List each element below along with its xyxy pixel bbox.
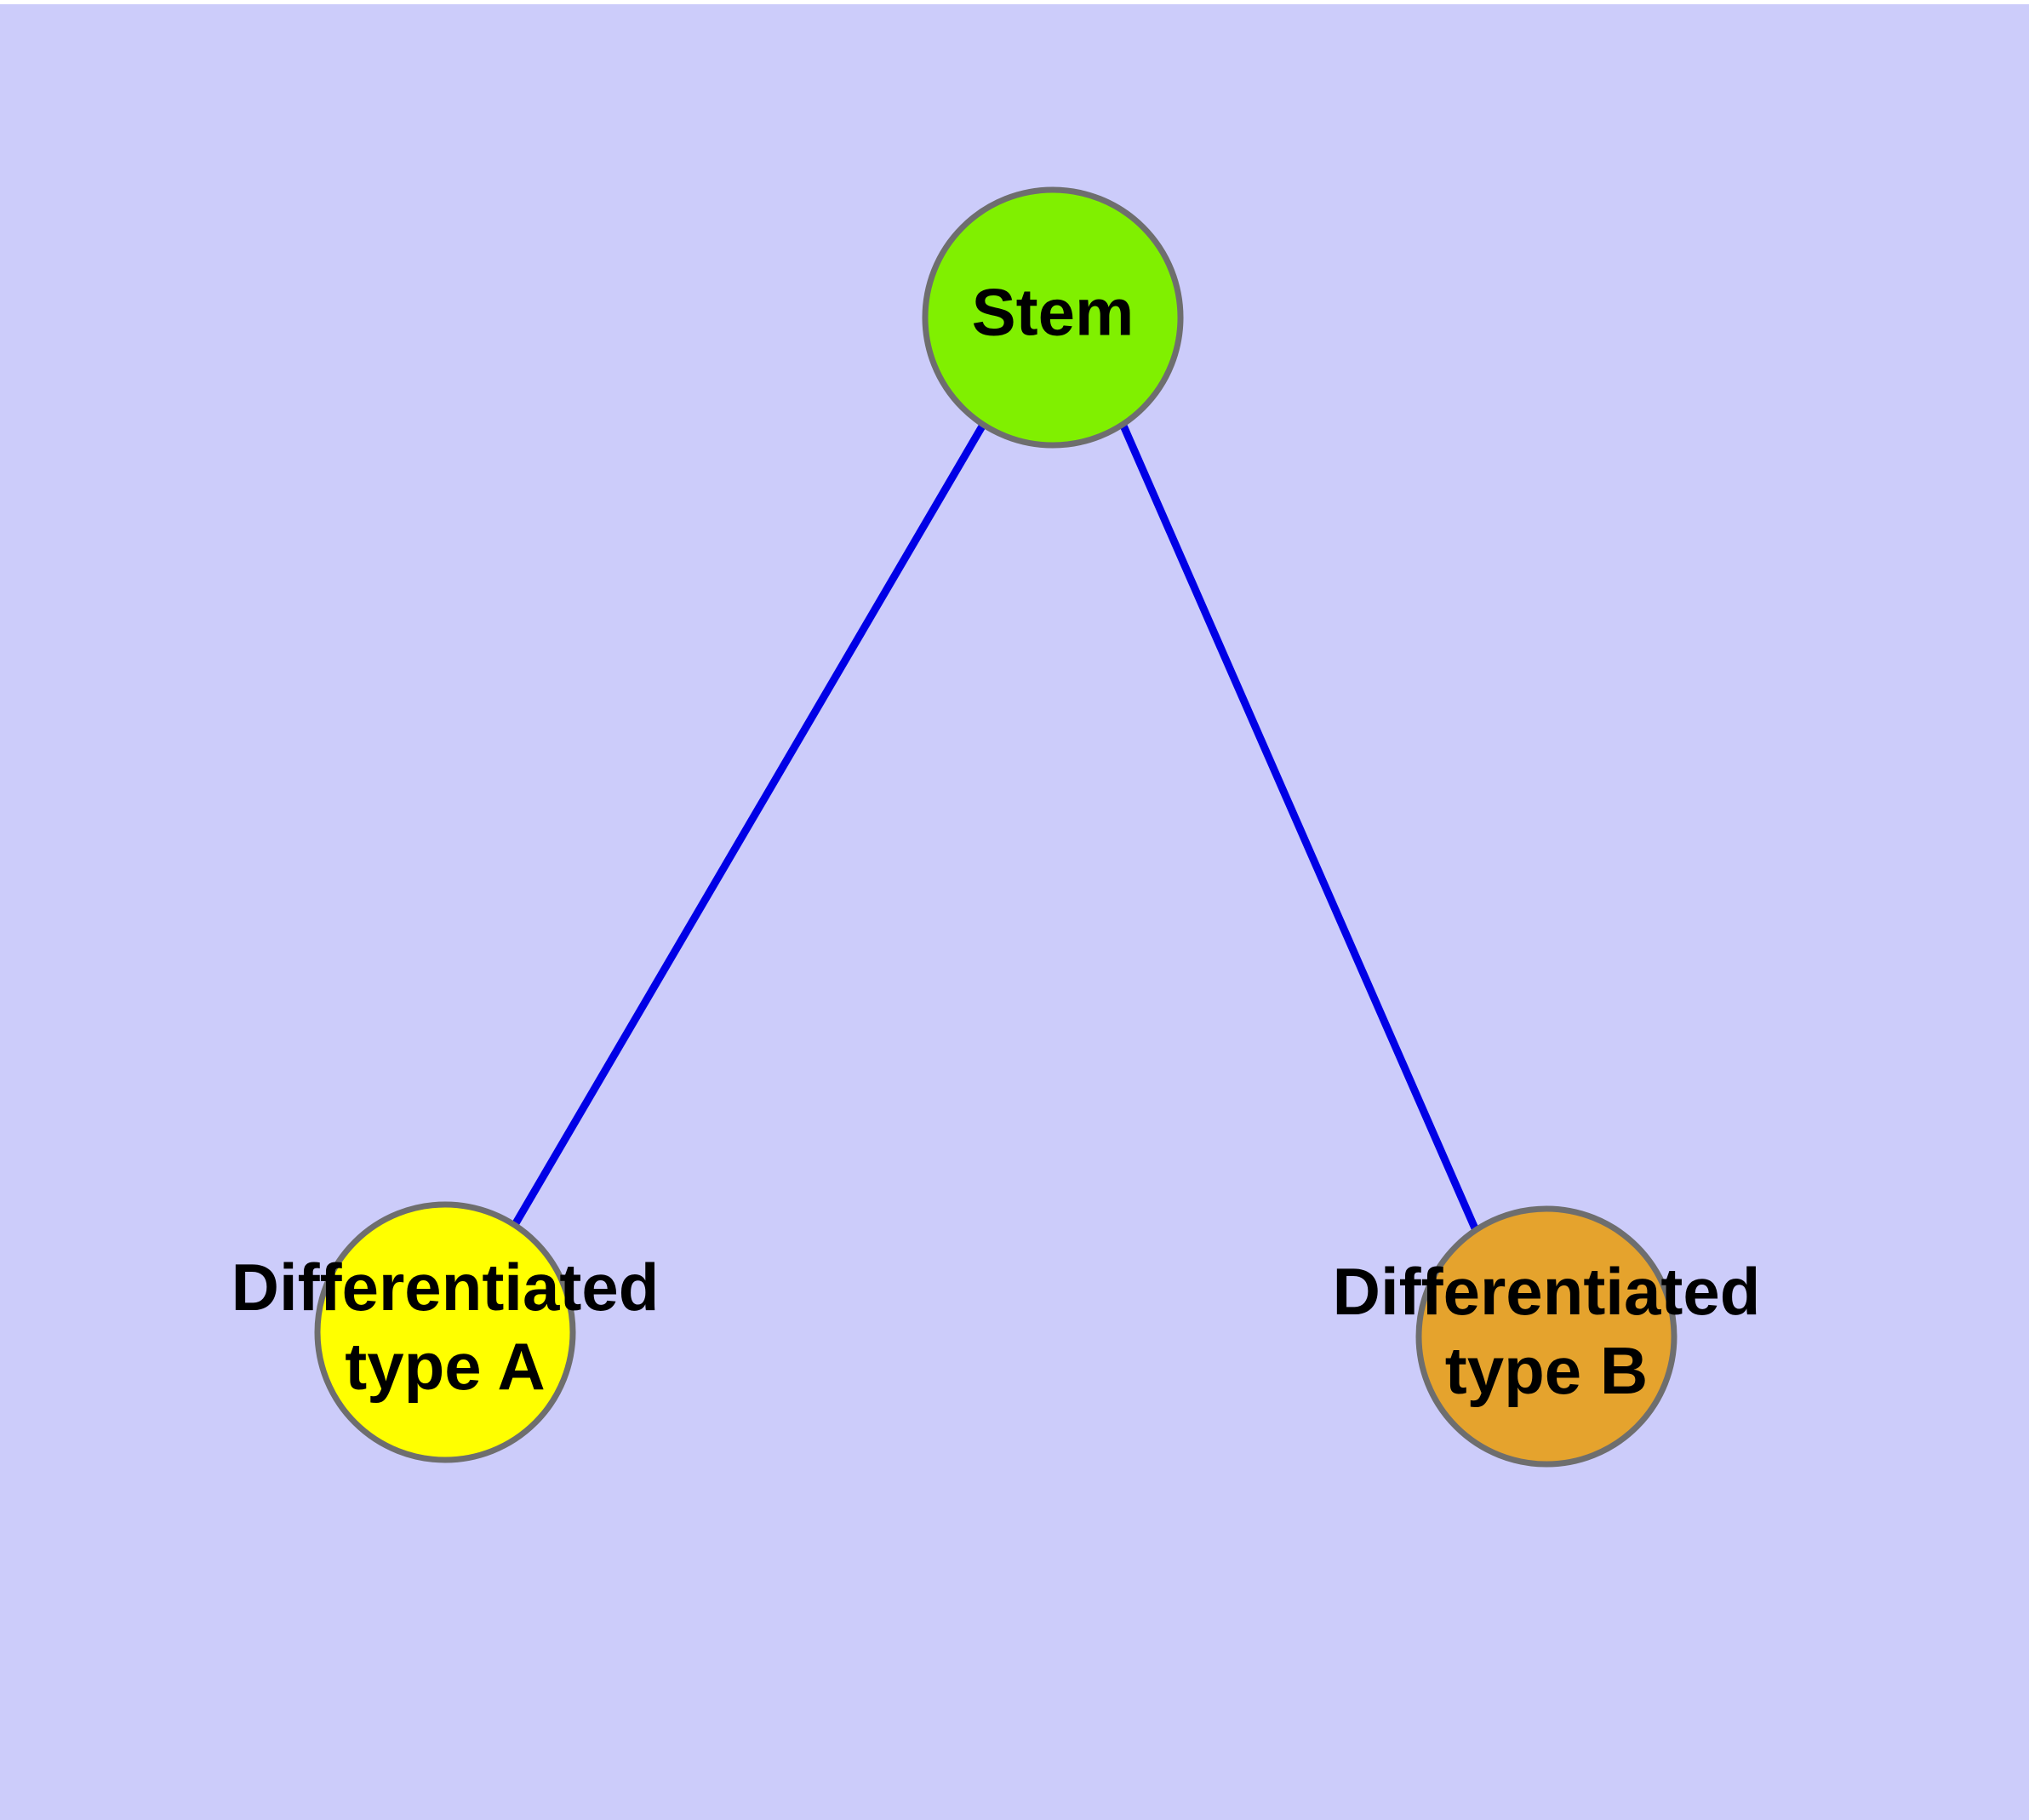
node-diff-b-label-line-2: type B <box>1445 1333 1648 1408</box>
node-diff-b-label-line-1: Differentiated <box>1333 1254 1761 1329</box>
edge-stem-to-diff-a[interactable] <box>512 422 986 1226</box>
node-stem-label-line-1: Stem <box>972 275 1135 350</box>
nodes-layer: Stem Differentiated type A Differentiate… <box>231 186 1761 1468</box>
node-stem-circle[interactable] <box>922 186 1184 449</box>
node-diff-a[interactable]: Differentiated type A <box>231 1201 660 1463</box>
edge-stem-to-diff-b[interactable] <box>1119 424 1479 1230</box>
node-diff-a-circle[interactable] <box>314 1201 576 1463</box>
node-diff-b-circle[interactable] <box>1415 1205 1677 1468</box>
edges-layer <box>512 422 1479 1230</box>
node-stem[interactable]: Stem <box>922 186 1184 449</box>
node-diff-a-label-line-2: type A <box>345 1329 546 1404</box>
node-diff-b[interactable]: Differentiated type B <box>1333 1205 1761 1468</box>
node-diff-a-label-line-1: Differentiated <box>231 1250 660 1325</box>
